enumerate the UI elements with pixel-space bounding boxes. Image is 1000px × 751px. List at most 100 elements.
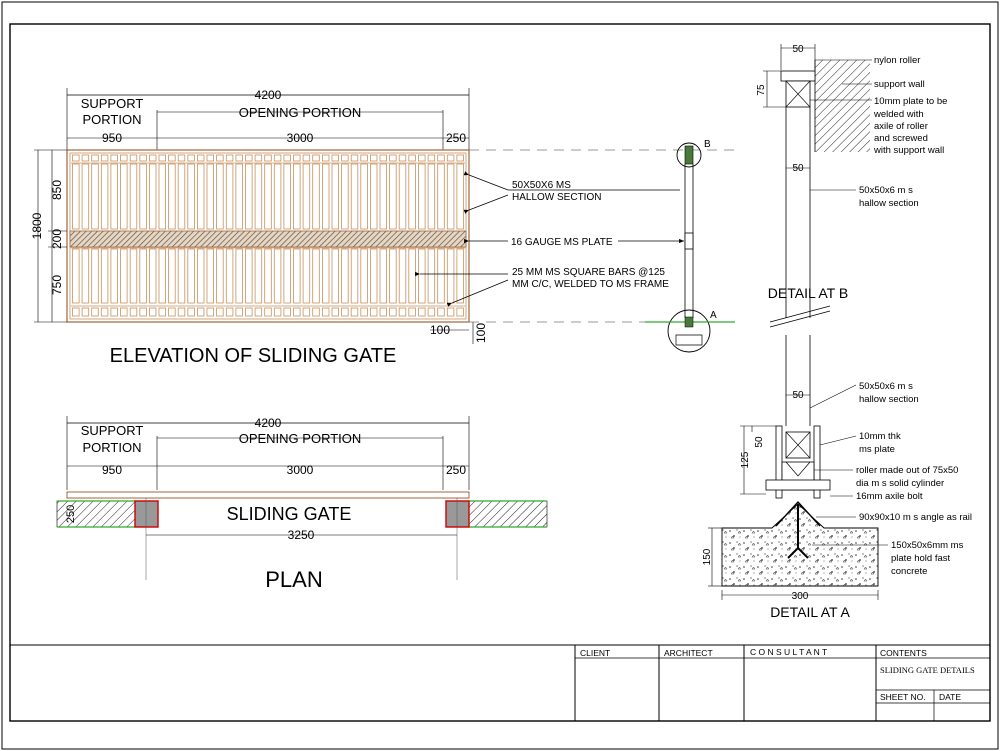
deta-note-plate-1: 10mm thk	[859, 431, 901, 442]
square-bar	[341, 154, 349, 162]
square-bar	[120, 307, 128, 317]
detb-dim-side: 75	[756, 84, 767, 96]
tb-drawing: SLIDING GATE DETAILS	[880, 665, 975, 675]
square-bar	[110, 248, 118, 304]
ms-plate-band	[69, 230, 467, 248]
elev-dim-bottom-v: 100	[474, 323, 488, 343]
detb-note-roller: nylon roller	[874, 55, 920, 66]
plan-dim-support: 950	[102, 463, 122, 477]
square-bar	[437, 163, 445, 230]
tb-client: CLIENT	[580, 648, 610, 658]
detail-b: 50 75 50 nylon roller support wall 10mm …	[756, 44, 947, 328]
detb-note-section-1: 50x50x6 m s	[859, 185, 913, 196]
square-bar	[302, 154, 311, 162]
deta-dim-base-h: 150	[702, 548, 713, 565]
deta-dim-mid: 50	[792, 390, 804, 401]
elev-title: ELEVATION OF SLIDING GATE	[110, 345, 397, 367]
square-bar	[312, 163, 320, 230]
square-bar	[91, 248, 99, 304]
square-bar	[100, 307, 109, 317]
plan-wall-right	[468, 500, 548, 528]
square-bar	[283, 307, 291, 317]
square-bar	[389, 163, 397, 230]
square-bar	[264, 248, 272, 304]
square-bar	[321, 163, 330, 230]
elev-dim-opening: 3000	[287, 131, 314, 145]
plan-opening-label: OPENING PORTION	[239, 431, 362, 446]
square-bar	[216, 248, 224, 304]
plan-wall-left	[56, 500, 136, 528]
tb-sheet-no: SHEET NO.	[880, 692, 926, 702]
deta-dim-plate: 50	[754, 436, 765, 448]
deta-note-section-2: hallow section	[859, 394, 919, 405]
plan-dim-wall: 250	[65, 505, 77, 523]
square-bar	[379, 307, 387, 317]
square-bar	[245, 248, 253, 304]
square-bar	[225, 154, 234, 162]
square-bar	[168, 154, 176, 162]
square-bar	[369, 248, 378, 304]
deta-title: DETAIL AT A	[770, 604, 850, 620]
square-bar	[379, 163, 387, 230]
square-bar	[437, 154, 445, 162]
concrete-base	[721, 503, 879, 587]
square-bar	[120, 163, 128, 230]
square-bar	[187, 307, 195, 317]
square-bar	[110, 307, 118, 317]
square-bar	[408, 307, 416, 317]
square-bar	[273, 154, 282, 162]
deta-note-plate-2: ms plate	[859, 444, 895, 455]
callout-a-label: A	[710, 310, 717, 321]
plan-title: PLAN	[265, 567, 322, 592]
deta-note-bolt: 16mm axile bolt	[856, 491, 923, 502]
deta-dim-side: 125	[740, 451, 751, 468]
detb-note-plate-5: with support wall	[873, 145, 944, 156]
square-bar	[254, 307, 263, 317]
square-bars	[71, 154, 465, 317]
square-bar	[341, 307, 349, 317]
square-bar	[100, 163, 109, 230]
elev-dim-upper: 850	[50, 180, 64, 200]
square-bar	[398, 307, 407, 317]
square-bar	[264, 163, 272, 230]
square-bar	[245, 307, 253, 317]
deta-note-section-1: 50x50x6 m s	[859, 381, 913, 392]
elev-note-bars-2: MM C/C, WELDED TO MS FRAME	[512, 279, 669, 290]
square-bar	[187, 154, 195, 162]
square-bar	[379, 248, 387, 304]
square-bar	[398, 248, 407, 304]
deta-note-hold-1: 150x50x6mm ms	[891, 540, 964, 551]
square-bar	[245, 163, 253, 230]
square-bar	[235, 307, 243, 317]
plan-dim-total: 4200	[255, 416, 282, 430]
plan-post-left	[134, 500, 159, 528]
square-bar	[456, 307, 464, 317]
elev-dim-total: 4200	[255, 88, 282, 102]
elev-dim-support: 950	[102, 131, 122, 145]
square-bar	[100, 154, 109, 162]
square-bar	[437, 307, 445, 317]
square-bar	[148, 163, 157, 230]
square-bar	[158, 307, 166, 317]
square-bar	[187, 248, 195, 304]
square-bar	[398, 163, 407, 230]
elev-note-section-1: 50X50X6 MS	[512, 180, 571, 191]
square-bar	[273, 307, 282, 317]
square-bar	[206, 248, 214, 304]
square-bar	[196, 307, 205, 317]
square-bar	[216, 154, 224, 162]
detb-dim-mid: 50	[792, 163, 804, 174]
plan-view: 4200 SUPPORT PORTION OPENING PORTION 950…	[56, 416, 548, 592]
square-bar	[206, 163, 214, 230]
square-bar	[360, 154, 368, 162]
square-bar	[158, 248, 166, 304]
square-bar	[139, 154, 147, 162]
square-bar	[216, 307, 224, 317]
square-bar	[360, 163, 368, 230]
square-bar	[293, 154, 301, 162]
square-bar	[235, 154, 243, 162]
square-bar	[168, 163, 176, 230]
square-bar	[408, 154, 416, 162]
square-bar	[273, 163, 282, 230]
